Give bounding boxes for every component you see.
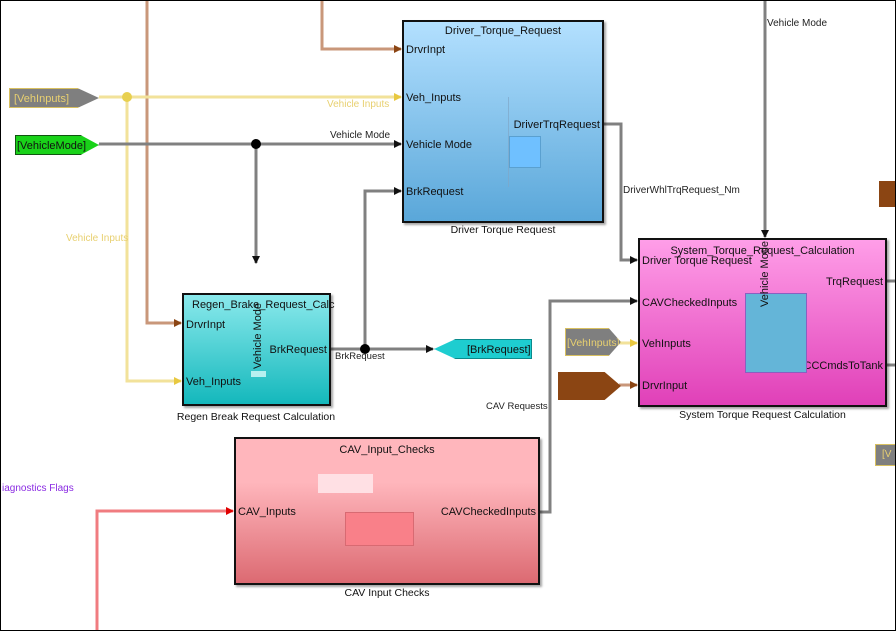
signal-label-driver-whl-trq: DriverWhlTrqRequest_Nm [623, 185, 740, 196]
brk-request-junction [360, 344, 370, 354]
port-vehicle-mode[interactable]: Vehicle Mode [406, 139, 473, 151]
inner-subsystem-preview [509, 136, 541, 168]
drvr-wire-left [145, 1, 182, 327]
port-driver-trq-request[interactable]: DriverTrqRequest [513, 119, 600, 131]
sys-veh-inputs-tag-label: [VehInputs] [567, 337, 620, 349]
inner-subsystem-preview [345, 512, 414, 546]
signal-label-brk-request: BrkRequest [335, 351, 385, 362]
port-acc-cmds-to-tank[interactable]: ACCCmdsToTank [796, 360, 883, 372]
veh-inputs-goto-tag[interactable]: [VehInputs] [9, 88, 99, 108]
cav-inputs-wire [95, 507, 234, 630]
port-veh-inputs[interactable]: Veh_Inputs [186, 376, 242, 388]
brk-request-feedback-wire [363, 187, 402, 349]
right-edge-veh-tag[interactable]: [V [875, 444, 895, 466]
vehicle-mode-goto-tag[interactable]: [VehicleMode] [15, 135, 99, 155]
cav-checked-wire [540, 297, 638, 514]
cav-input-checks-caption: CAV Input Checks [344, 587, 430, 599]
vehicle-mode-junction [251, 139, 261, 149]
port-veh-inputs[interactable]: Veh_Inputs [406, 92, 462, 104]
inner-subsystem-preview [251, 371, 266, 377]
sys-veh-inputs-tag[interactable]: [VehInputs] [565, 328, 621, 356]
cav-input-checks-block[interactable]: CAV_Input_Checks CAV_Inputs CAVCheckedIn… [234, 437, 540, 585]
veh-inputs-tag-label: [VehInputs] [14, 93, 70, 105]
port-cav-inputs[interactable]: CAV_Inputs [238, 506, 296, 518]
signal-label-vehicle-inputs-top: Vehicle Inputs [327, 99, 390, 110]
port-vehicle-mode[interactable]: Vehicle Mode [759, 240, 771, 307]
brk-request-tag-label: [BrkRequest] [467, 344, 531, 356]
vehicle-mode-tag-label: [VehicleMode] [17, 140, 87, 152]
veh-inputs-wire-down [125, 97, 182, 385]
port-veh-inputs[interactable]: VehInputs [642, 338, 691, 350]
drvr-wire-top [320, 1, 402, 53]
driver-trq-wire [604, 122, 638, 264]
block-title: System_Torque_Request_Calculation [670, 245, 855, 257]
inner-annotation-box [318, 474, 373, 493]
port-cav-checked-inputs[interactable]: CAVCheckedInputs [440, 506, 536, 518]
driver-torque-request-caption: Driver Torque Request [450, 224, 556, 236]
port-cav-checked-inputs[interactable]: CAVCheckedInputs [642, 297, 738, 309]
port-brk-request[interactable]: BrkRequest [269, 344, 327, 356]
block-title: Driver_Torque_Request [444, 25, 562, 37]
port-drvr-input[interactable]: DrvrInput [642, 380, 688, 392]
brk-request-goto-tag[interactable]: [BrkRequest] [434, 339, 532, 359]
system-torque-request-block[interactable]: System_Torque_Request_Calculation Driver… [638, 238, 887, 407]
regen-brake-request-caption: Regen Break Request Calculation [176, 411, 336, 423]
veh-inputs-junction [122, 92, 132, 102]
port-drvr-inpt[interactable]: DrvrInpt [186, 319, 226, 331]
port-trq-request[interactable]: TrqRequest [825, 276, 883, 288]
driver-torque-request-block[interactable]: Driver_Torque_Request DrvrInpt Veh_Input… [402, 20, 604, 223]
regen-brake-request-block[interactable]: Regen_Brake_Request_Calc DrvrInpt Veh_In… [182, 293, 335, 406]
inner-bus-lines [474, 97, 509, 187]
signal-label-vehicle-inputs-left: Vehicle Inputs [66, 233, 129, 244]
signal-label-cav-requests: CAV Requests [486, 401, 548, 412]
right-edge-tag-label: [V [882, 449, 892, 460]
block-title: CAV_Input_Checks [339, 444, 435, 456]
system-torque-request-caption: System Torque Request Calculation [679, 409, 846, 421]
right-edge-brown-tag[interactable] [879, 181, 895, 207]
port-drvr-inpt[interactable]: DrvrInpt [406, 44, 446, 56]
signal-label-diagnostics-flags: iagnostics Flags [2, 483, 74, 494]
port-brk-request[interactable]: BrkRequest [406, 186, 464, 198]
signal-label-vehicle-mode-top: Vehicle Mode [330, 130, 391, 141]
signal-label-vehicle-mode-vertical: Vehicle Mode [767, 18, 828, 29]
port-vehicle-mode[interactable]: Vehicle Mode [252, 302, 264, 369]
block-title: Regen_Brake_Request_Calc [192, 299, 335, 311]
inner-subsystem-preview [745, 293, 807, 373]
port-driver-torque-request[interactable]: Driver Torque Request [642, 255, 752, 267]
